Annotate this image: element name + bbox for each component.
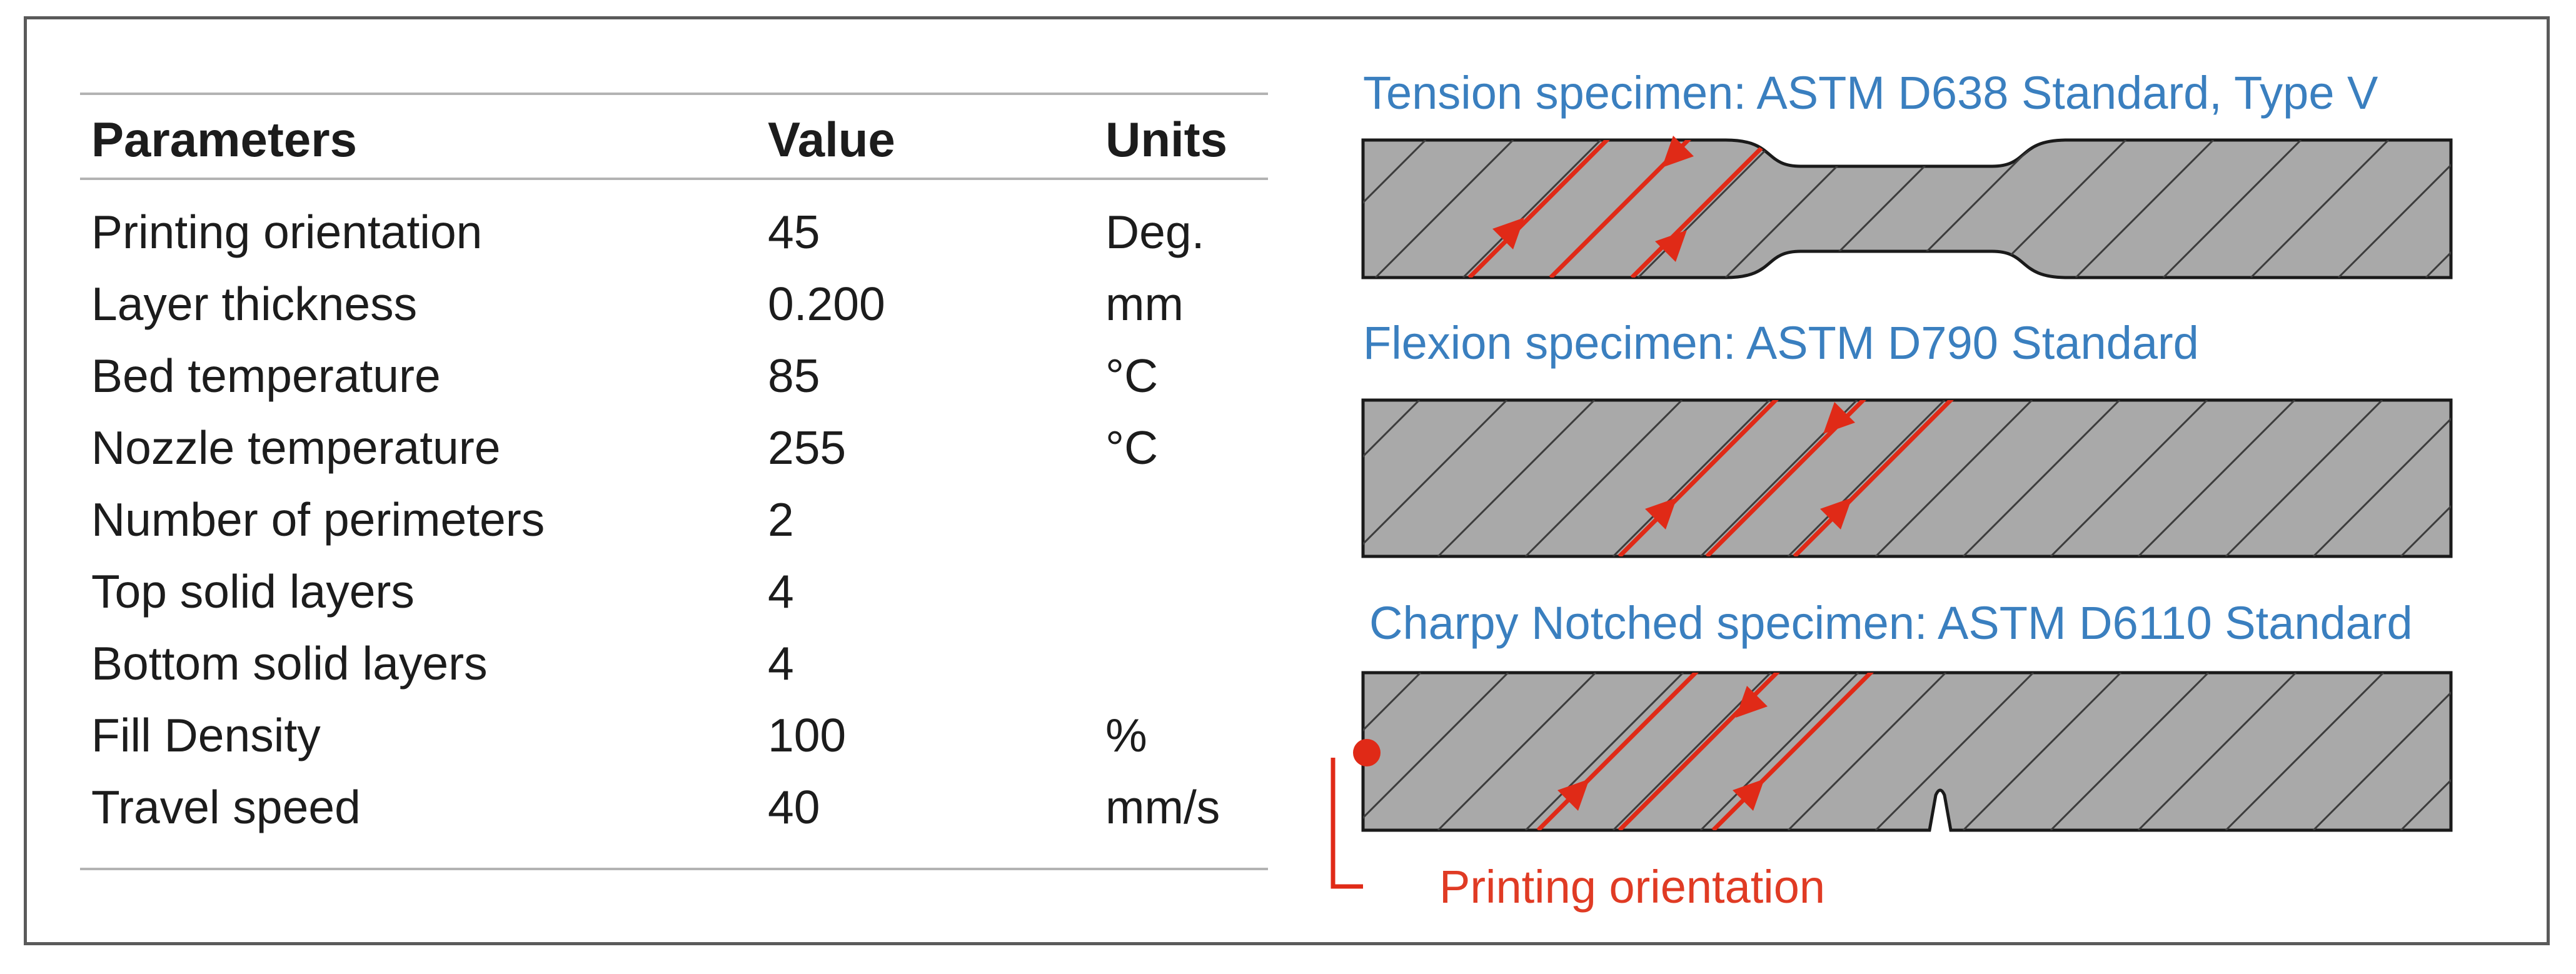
charpy-hatching [1363, 673, 2451, 830]
row-parameter: Number of perimeters [91, 493, 545, 546]
flexion-specimen-shape [1361, 398, 2453, 558]
header-parameters: Parameters [91, 112, 357, 167]
row-parameter: Bed temperature [91, 349, 441, 402]
row-units: °C [1105, 349, 1159, 402]
arrow-up-icon [1557, 779, 1589, 811]
arrow-down-icon [1736, 686, 1768, 718]
row-parameter: Bottom solid layers [91, 637, 488, 690]
row-value: 0.200 [768, 278, 885, 330]
tension-specimen-shape [1361, 138, 2453, 279]
printing-orientation-label: Printing orientation [1439, 861, 1826, 913]
table-bottom-rule [80, 868, 1268, 870]
row-value: 45 [768, 206, 820, 258]
row-units: Deg. [1105, 206, 1205, 258]
row-units: % [1105, 709, 1147, 761]
row-parameter: Layer thickness [91, 278, 418, 330]
row-parameter: Fill Density [91, 709, 321, 761]
row-value: 255 [768, 421, 847, 474]
specimen-panel: Tension specimen: ASTM D638 Standard, Ty… [1331, 38, 2538, 938]
row-value: 4 [768, 637, 794, 690]
header-units: Units [1105, 112, 1227, 167]
table-top-rule [80, 93, 1268, 95]
table-header-rule [80, 178, 1268, 180]
row-units: mm [1105, 278, 1184, 330]
arrow-down-icon [1662, 136, 1694, 168]
orientation-marker-dot [1353, 739, 1381, 766]
row-value: 4 [768, 565, 794, 618]
arrow-up-icon [1820, 498, 1852, 530]
row-units: mm/s [1105, 781, 1220, 833]
row-parameter: Top solid layers [91, 565, 415, 618]
row-parameter: Printing orientation [91, 206, 483, 258]
arrow-up-icon [1645, 498, 1677, 530]
flexion-orientation-arrows [1618, 400, 1954, 556]
row-value: 40 [768, 781, 820, 833]
arrow-up-icon [1733, 779, 1764, 811]
arrow-down-icon [1823, 402, 1855, 434]
arrow-up-icon [1655, 230, 1687, 262]
row-value: 100 [768, 709, 847, 761]
specimen-drawings [1331, 136, 2453, 889]
row-parameter: Travel speed [91, 781, 361, 833]
row-parameter: Nozzle temperature [91, 421, 501, 474]
tension-specimen-title: Tension specimen: ASTM D638 Standard, Ty… [1363, 67, 2378, 119]
charpy-specimen-shape [1361, 671, 2453, 832]
header-value: Value [768, 112, 895, 167]
orientation-callout-line [1331, 758, 1363, 889]
row-units: °C [1105, 421, 1159, 474]
arrow-up-icon [1492, 218, 1524, 249]
flexion-specimen-title: Flexion specimen: ASTM D790 Standard [1363, 317, 2199, 369]
flexion-hatching [1363, 400, 2451, 556]
row-value: 2 [768, 493, 794, 546]
figure-frame [24, 16, 2550, 945]
row-value: 85 [768, 349, 820, 402]
charpy-specimen-title: Charpy Notched specimen: ASTM D6110 Stan… [1369, 597, 2413, 649]
